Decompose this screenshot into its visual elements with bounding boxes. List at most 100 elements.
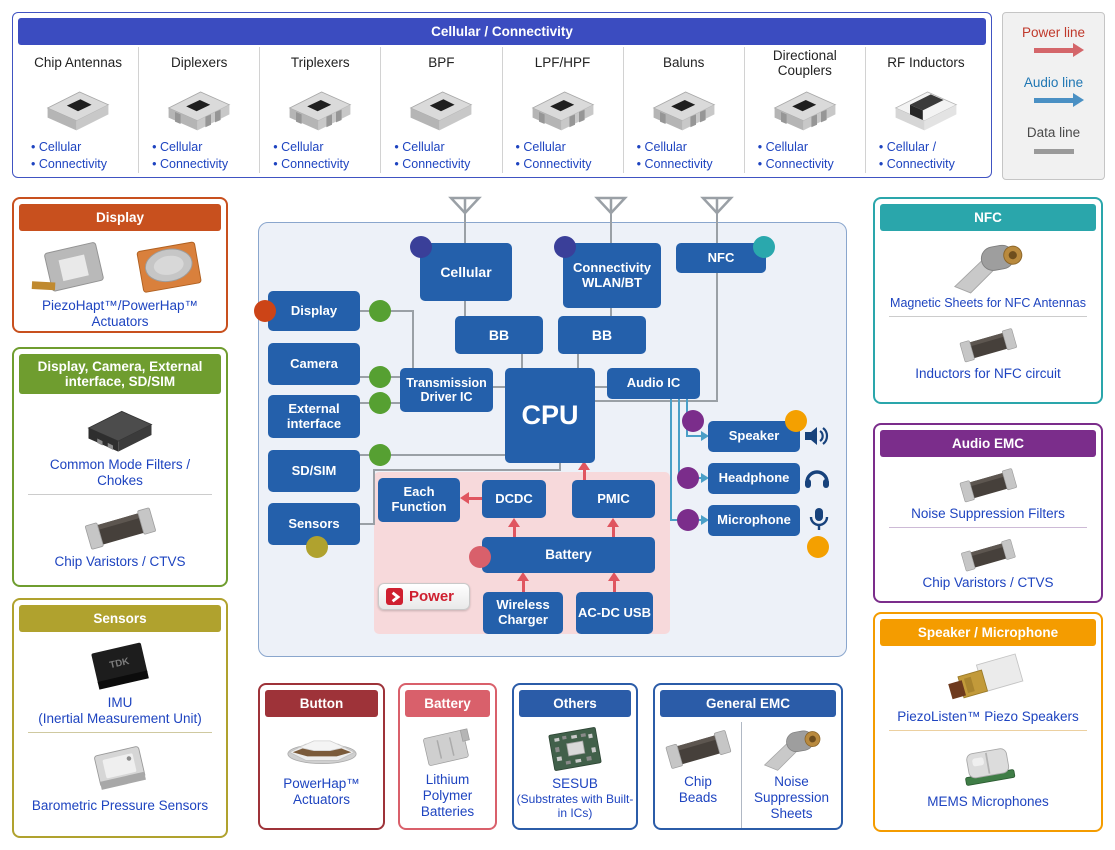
imu-product-image [14, 637, 226, 695]
column-title: Triplexers [290, 55, 350, 71]
dot-connectivity-navy [554, 236, 576, 258]
noise-suppression-filter-product-image [875, 462, 1101, 506]
chip-varistors-caption[interactable]: Chip Varistors / CTVS [922, 574, 1054, 590]
lithium-batteries-caption[interactable]: Lithium Polymer Batteries [420, 772, 475, 819]
general-emc-products-box: General EMC Chip Beads Noise Suppression… [653, 683, 843, 830]
dot-display-green [369, 300, 391, 322]
power-arrow [508, 518, 520, 527]
divider [28, 731, 212, 733]
power-line [522, 581, 525, 592]
legend-power-label: Power line [1021, 25, 1086, 40]
block-external-interface: External interface [268, 395, 360, 438]
bullet-link[interactable]: Connectivity [273, 156, 349, 173]
speaker-microphone-box-header: Speaker / Microphone [880, 619, 1096, 646]
speaker-icon [803, 424, 831, 448]
bullet-link[interactable]: Cellular [152, 139, 228, 156]
power-line [469, 497, 482, 500]
nfc-inductor-product-image [875, 322, 1101, 366]
caption-line[interactable]: Chokes [97, 472, 143, 488]
data-line-bar-icon [1033, 149, 1074, 154]
data-line [595, 386, 607, 388]
caption-line[interactable]: (Inertial Measurement Unit) [38, 710, 202, 726]
display-caption[interactable]: PiezoHapt™/PowerHap™ Actuators [14, 298, 226, 330]
divider [889, 526, 1087, 528]
general-emc-box-header: General EMC [660, 690, 836, 717]
data-line [577, 354, 579, 368]
dot-microphone-purple [677, 509, 699, 531]
magnetic-sheet-product-image [875, 236, 1101, 296]
bullet-link[interactable]: Connectivity [637, 156, 712, 173]
data-line [373, 469, 375, 525]
bullet-link[interactable]: Cellular [637, 139, 713, 156]
power-badge-button[interactable]: Power [378, 583, 470, 610]
barometric-sensor-product-image [14, 738, 226, 798]
column-rf-inductors: RF Inductors Cellular /Connectivity [866, 47, 986, 173]
noise-suppression-filters-caption[interactable]: Noise Suppression Filters [911, 506, 1065, 521]
caption-line[interactable]: Actuators [91, 313, 149, 329]
block-pmic: PMIC [572, 480, 655, 518]
bullet-link[interactable]: Cellular [758, 139, 834, 156]
block-battery: Battery [482, 537, 655, 573]
cellular-connectivity-section: Cellular / Connectivity Chip Antennas Ce… [12, 12, 992, 178]
dces-box-header: Display, Camera, External interface, SD/… [19, 354, 221, 394]
general-emc-products: Chip Beads Noise Suppression Sheets [655, 722, 841, 828]
bullet-link[interactable]: Connectivity [394, 156, 470, 173]
bullet-link[interactable]: Connectivity [152, 156, 228, 173]
data-line [360, 523, 375, 525]
mems-microphones-caption[interactable]: MEMS Microphones [927, 793, 1049, 809]
caption-line[interactable]: Common Mode Filters / [49, 457, 191, 472]
chip-varistor-product-image [14, 500, 226, 554]
chip-bead-product-image [659, 722, 737, 774]
bullet-link[interactable]: Connectivity [879, 156, 955, 173]
audio-arrow [701, 431, 709, 441]
sesub-product-image [514, 722, 636, 776]
block-cpu: CPU [505, 368, 595, 463]
bullet-link[interactable]: Connectivity [516, 156, 591, 173]
audio-arrow [701, 515, 709, 525]
audio-arrow [701, 473, 709, 483]
block-bb-connectivity: BB [558, 316, 646, 354]
column-title: Diplexers [171, 55, 228, 71]
column-title: BPF [428, 55, 455, 71]
noise-suppression-sheets-caption[interactable]: Noise Suppression Sheets [753, 774, 830, 821]
caption-line[interactable]: (Substrates with Built-in ICs) [516, 791, 634, 821]
power-arrow [608, 572, 620, 581]
piezolisten-caption[interactable]: PiezoListen™ Piezo Speakers [897, 709, 1079, 724]
magnetic-sheets-caption[interactable]: Magnetic Sheets for NFC Antennas [890, 296, 1086, 310]
data-line [464, 301, 466, 316]
cellular-connectivity-header: Cellular / Connectivity [18, 18, 986, 45]
dot-external-green [369, 392, 391, 414]
bullet-link[interactable]: Cellular / [879, 139, 955, 156]
bullet-link[interactable]: Connectivity [31, 156, 107, 173]
bullet-link[interactable]: Cellular [516, 139, 592, 156]
caption-line[interactable]: PiezoHapt™/PowerHap™ [41, 298, 199, 313]
bullet-link[interactable]: Cellular [394, 139, 470, 156]
noise-suppression-sheet-product-image [750, 722, 834, 774]
block-ac-dc-usb: AC-DC USB [576, 592, 653, 634]
nfc-inductors-caption[interactable]: Inductors for NFC circuit [915, 365, 1061, 381]
barometric-sensors-caption[interactable]: Barometric Pressure Sensors [31, 797, 209, 813]
bullet-link[interactable]: Cellular [31, 139, 107, 156]
imu-caption[interactable]: IMU (Inertial Measurement Unit) [14, 695, 226, 727]
powerhap-disc-product-image [123, 236, 217, 298]
block-audio-ic: Audio IC [607, 368, 700, 399]
bullet-link[interactable]: Cellular [273, 139, 349, 156]
common-mode-filters-caption[interactable]: Common Mode Filters / Chokes [14, 457, 226, 489]
battery-box-header: Battery [405, 690, 490, 717]
others-box-header: Others [519, 690, 631, 717]
caption-line[interactable]: IMU [107, 695, 133, 710]
chip-varistors-caption[interactable]: Chip Varistors / CTVS [54, 553, 186, 569]
column-title: Chip Antennas [34, 55, 122, 71]
bullet-link[interactable]: Connectivity [758, 156, 834, 173]
data-line [464, 212, 466, 243]
powerhap-actuators-caption[interactable]: PowerHap™ Actuators [283, 776, 360, 807]
chip-beads-caption[interactable]: Chip Beads [678, 774, 718, 805]
display-products [14, 236, 226, 298]
block-dcdc: DCDC [482, 480, 546, 518]
caption-line[interactable]: SESUB [552, 776, 598, 791]
display-products-box: Display PiezoHapt™/PowerHap™ Actuators [12, 197, 228, 333]
data-line [610, 212, 612, 243]
sesub-caption[interactable]: SESUB (Substrates with Built-in ICs) [514, 776, 636, 820]
